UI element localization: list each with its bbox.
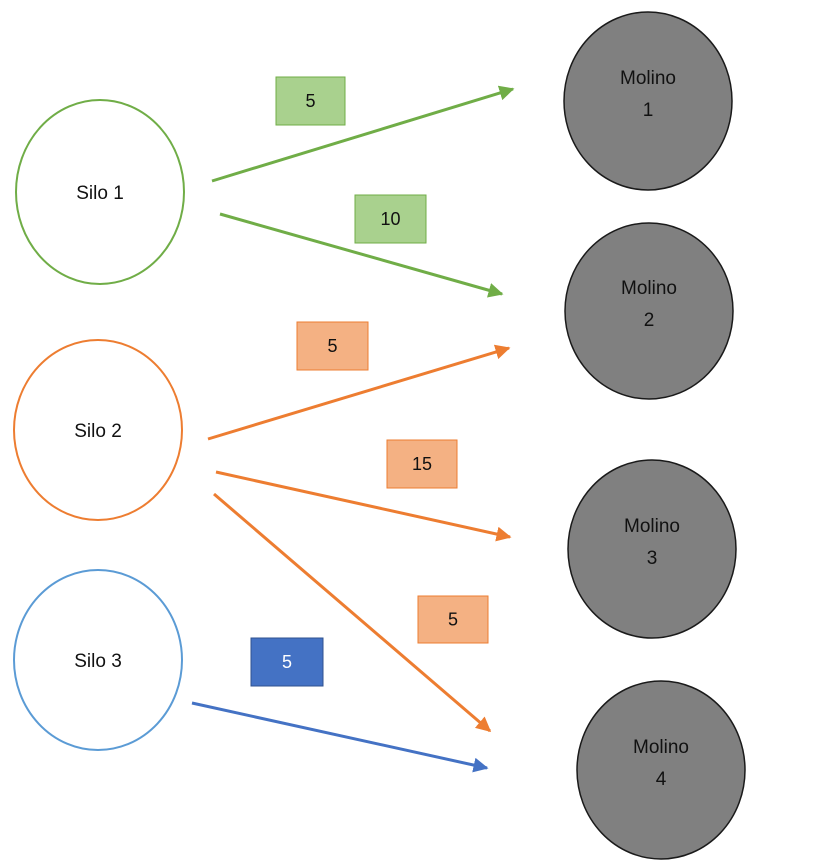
silo-label: Silo 3 bbox=[74, 651, 122, 672]
silo-circle bbox=[13, 339, 183, 521]
molino-node-1: Molino 1 bbox=[563, 11, 733, 191]
flow-value: 5 bbox=[282, 652, 292, 672]
silo-node-3: Silo 3 bbox=[13, 569, 183, 751]
flow-arrow-s2-m2 bbox=[207, 344, 511, 441]
molino-label-number: 3 bbox=[647, 548, 658, 569]
flow-label-s2-m4: 5 bbox=[417, 595, 489, 644]
flow-value: 10 bbox=[380, 209, 400, 229]
molino-node-3: Molino 3 bbox=[567, 459, 737, 639]
flow-value: 5 bbox=[305, 91, 315, 111]
flow-label-s2-m3: 15 bbox=[386, 439, 458, 489]
silo-circle bbox=[13, 569, 183, 751]
flow-label-box bbox=[386, 439, 458, 489]
molino-label-number: 1 bbox=[643, 100, 654, 121]
molino-label-number: 4 bbox=[656, 769, 667, 790]
molino-node-2: Molino 2 bbox=[564, 222, 734, 400]
flow-label-s1-m2: 10 bbox=[354, 194, 427, 244]
molino-circle bbox=[563, 11, 733, 191]
molino-label-name: Molino bbox=[624, 516, 680, 537]
flow-label-box bbox=[296, 321, 369, 371]
molino-label-name: Molino bbox=[633, 737, 689, 758]
flow-label-box bbox=[417, 595, 489, 644]
silo-node-2: Silo 2 bbox=[13, 339, 183, 521]
flow-arrow-s1-m2 bbox=[219, 212, 504, 298]
flow-value: 5 bbox=[327, 336, 337, 356]
molino-circle bbox=[567, 459, 737, 639]
flow-label-s2-m2: 5 bbox=[296, 321, 369, 371]
molino-label-name: Molino bbox=[620, 68, 676, 89]
flow-label-box bbox=[354, 194, 427, 244]
molino-label-number: 2 bbox=[644, 310, 655, 331]
flow-label-box bbox=[275, 76, 346, 126]
molino-node-4: Molino 4 bbox=[576, 680, 746, 860]
flow-value: 5 bbox=[448, 610, 458, 630]
silo-node-1: Silo 1 bbox=[15, 99, 185, 285]
molino-circle bbox=[564, 222, 734, 400]
flow-arrow-s3-m4 bbox=[191, 701, 489, 773]
flow-label-box bbox=[250, 637, 324, 687]
flow-arrow-s2-m3 bbox=[215, 470, 512, 542]
silo-label: Silo 2 bbox=[74, 421, 122, 442]
flow-label-s1-m1: 5 bbox=[275, 76, 346, 126]
flow-value: 15 bbox=[412, 454, 432, 474]
silo-label: Silo 1 bbox=[76, 183, 124, 204]
flow-arrow-s2-m4 bbox=[213, 492, 492, 733]
molino-circle bbox=[576, 680, 746, 860]
flow-arrow-s1-m1 bbox=[211, 85, 515, 183]
silo-circle bbox=[15, 99, 185, 285]
molino-label-name: Molino bbox=[621, 278, 677, 299]
flow-label-s3-m4: 5 bbox=[250, 637, 324, 687]
